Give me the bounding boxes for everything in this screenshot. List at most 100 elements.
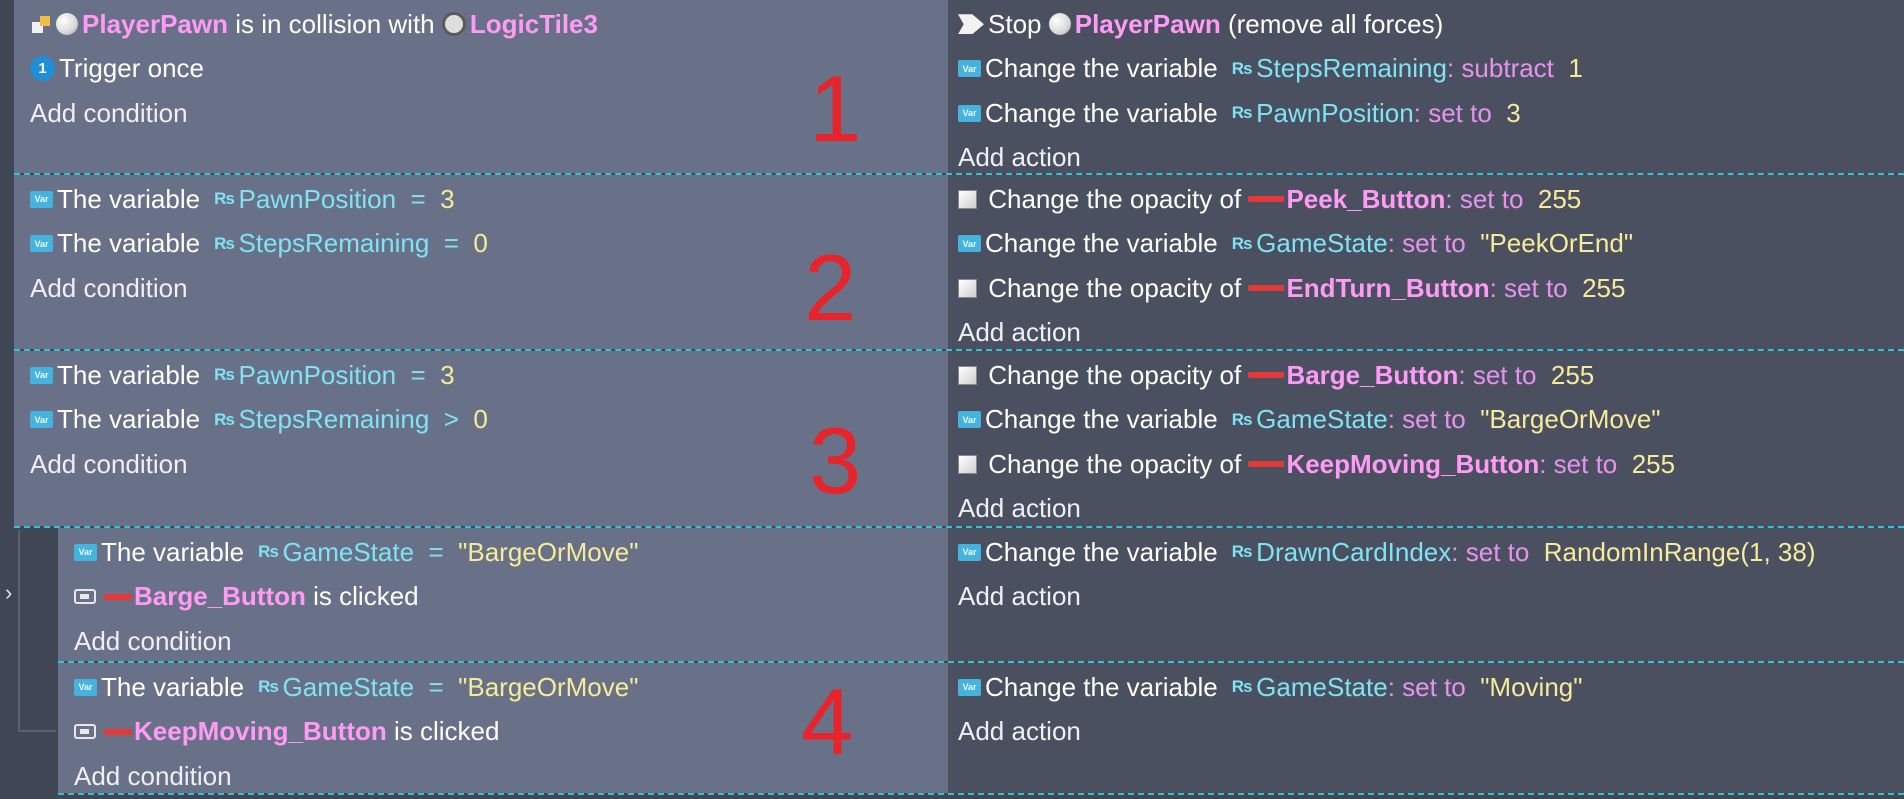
opacity-icon xyxy=(958,454,977,474)
button-object-icon xyxy=(104,728,132,735)
colon: : xyxy=(1489,272,1497,303)
action-change-opacity[interactable]: Change the opacity of Peek_Button: set t… xyxy=(958,177,1904,222)
variable-icon: Var xyxy=(30,235,53,253)
action-change-opacity[interactable]: Change the opacity of KeepMoving_Button:… xyxy=(958,442,1904,487)
object-name: LogicTile3 xyxy=(469,8,598,39)
add-condition-link[interactable]: Add condition xyxy=(74,760,232,791)
condition-text: is clicked xyxy=(394,716,500,747)
condition-button-clicked[interactable]: Barge_Button is clicked xyxy=(74,575,948,620)
variable-icon: Var xyxy=(30,366,53,384)
opacity-icon xyxy=(958,278,977,298)
value: 3 xyxy=(1506,97,1521,128)
operator: set to xyxy=(1459,183,1524,214)
value: "BargeOrMove" xyxy=(458,671,639,702)
object-name: Barge_Button xyxy=(134,581,306,612)
colon: : xyxy=(1451,536,1459,567)
value: 255 xyxy=(1537,183,1582,214)
value: 3 xyxy=(440,359,455,390)
event-number: 4 xyxy=(801,669,854,774)
variable-icon: Var xyxy=(958,411,981,429)
conditions-panel: PlayerPawn is in collision with LogicTil… xyxy=(14,0,948,173)
add-action-link[interactable]: Add action xyxy=(958,493,1081,524)
sprite-object-icon xyxy=(1048,13,1071,36)
action-stop[interactable]: Stop PlayerPawn (remove all forces) xyxy=(958,2,1904,47)
comparison-operator: = xyxy=(410,183,426,214)
add-condition-link[interactable]: Add condition xyxy=(74,625,232,656)
action-text: Change the variable xyxy=(985,536,1218,567)
event-1[interactable]: PlayerPawn is in collision with LogicTil… xyxy=(14,0,1904,175)
variable-name: StepsRemaining xyxy=(238,404,430,435)
variable-name: GameState xyxy=(282,536,415,567)
variable-name: StepsRemaining xyxy=(238,228,430,259)
value: RandomInRange(1, 38) xyxy=(1543,536,1816,567)
action-change-opacity[interactable]: Change the opacity of Barge_Button: set … xyxy=(958,353,1904,398)
value: 255 xyxy=(1550,359,1595,390)
scene-variable-icon: ₨ xyxy=(1231,677,1253,697)
sprite-object-icon xyxy=(56,13,78,36)
add-action-link[interactable]: Add action xyxy=(958,317,1081,348)
colon: : xyxy=(1413,97,1421,128)
condition-text: The variable xyxy=(57,228,201,259)
event-number: 1 xyxy=(809,56,862,161)
add-action-link[interactable]: Add action xyxy=(958,581,1081,612)
scene-variable-icon: ₨ xyxy=(258,542,279,562)
comparison-operator: > xyxy=(443,404,459,435)
variable-name: PawnPosition xyxy=(1256,97,1414,128)
collapse-chevron-icon[interactable]: › xyxy=(5,580,13,605)
value: 255 xyxy=(1631,448,1676,479)
action-text: Change the variable xyxy=(985,97,1218,128)
add-action-link[interactable]: Add action xyxy=(958,142,1081,173)
variable-name: GameState xyxy=(1256,404,1388,435)
operator: set to xyxy=(1504,272,1568,303)
collision-icon xyxy=(30,13,52,35)
add-action-link[interactable]: Add action xyxy=(958,716,1081,747)
variable-icon: Var xyxy=(958,543,981,561)
stop-icon xyxy=(958,14,984,35)
scene-variable-icon: ₨ xyxy=(1231,58,1253,78)
actions-panel: Change the opacity of Peek_Button: set t… xyxy=(948,175,1904,349)
add-condition-link[interactable]: Add condition xyxy=(30,272,188,303)
variable-icon: Var xyxy=(958,60,981,78)
variable-icon: Var xyxy=(958,678,981,696)
variable-name: GameState xyxy=(1256,228,1388,259)
variable-name: StepsRemaining xyxy=(1256,53,1447,84)
trigger-once-icon: 1 xyxy=(30,56,55,82)
actions-panel: Change the opacity of Barge_Button: set … xyxy=(948,351,1904,526)
condition-trigger-once[interactable]: 1 Trigger once xyxy=(30,47,948,92)
variable-icon: Var xyxy=(74,543,97,561)
object-name: PlayerPawn xyxy=(82,8,228,39)
scene-variable-icon: ₨ xyxy=(1231,542,1253,562)
operator: subtract xyxy=(1461,53,1554,84)
add-condition-link[interactable]: Add condition xyxy=(30,448,188,479)
variable-name: PawnPosition xyxy=(238,359,397,390)
comparison-operator: = xyxy=(410,359,426,390)
condition-collision[interactable]: PlayerPawn is in collision with LogicTil… xyxy=(30,2,948,47)
action-text: Change the opacity of xyxy=(988,359,1242,390)
variable-icon: Var xyxy=(74,678,97,696)
value: 3 xyxy=(440,183,455,214)
scene-variable-icon: ₨ xyxy=(1231,233,1253,253)
value: "PeekOrEnd" xyxy=(1480,228,1634,259)
action-change-opacity[interactable]: Change the opacity of EndTurn_Button: se… xyxy=(958,266,1904,311)
condition-button-clicked[interactable]: KeepMoving_Button is clicked xyxy=(74,710,948,755)
add-condition-link[interactable]: Add condition xyxy=(30,97,188,128)
